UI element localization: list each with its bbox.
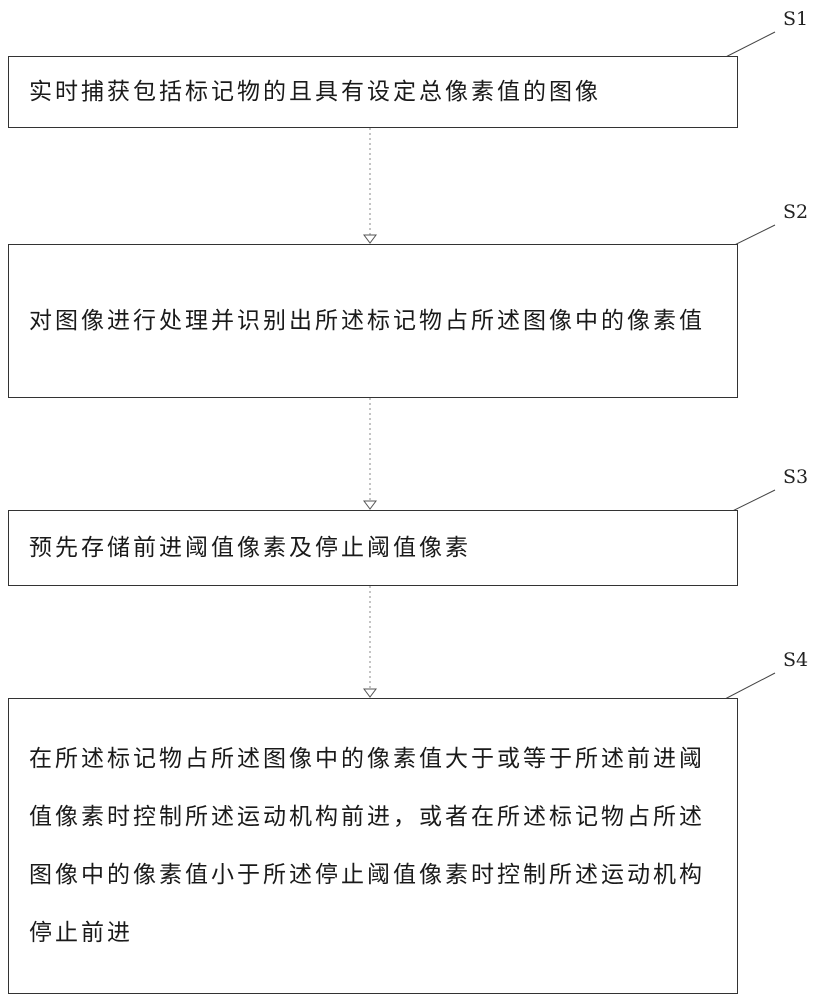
flow-arrowhead-2 xyxy=(363,500,377,510)
step-text-s3: 预先存储前进阈值像素及停止阈值像素 xyxy=(29,535,471,561)
flow-arrowhead-3 xyxy=(363,688,377,698)
step-text-s4: 在所述标记物占所述图像中的像素值大于或等于所述前进阈值像素时控制所述运动机构前进… xyxy=(29,746,705,946)
step-label-s1: S1 xyxy=(783,8,809,30)
step-label-s2: S2 xyxy=(783,201,809,223)
step-box-s4: 在所述标记物占所述图像中的像素值大于或等于所述前进阈值像素时控制所述运动机构前进… xyxy=(8,698,738,994)
step-box-s2: 对图像进行处理并识别出所述标记物占所述图像中的像素值 xyxy=(8,244,738,398)
step-label-s4: S4 xyxy=(783,649,809,671)
step-box-s1: 实时捕获包括标记物的且具有设定总像素值的图像 xyxy=(8,56,738,128)
step-text-s2: 对图像进行处理并识别出所述标记物占所述图像中的像素值 xyxy=(29,307,705,334)
flow-arrowhead-1 xyxy=(363,234,377,244)
step-text-s1: 实时捕获包括标记物的且具有设定总像素值的图像 xyxy=(29,79,601,105)
step-box-s3: 预先存储前进阈值像素及停止阈值像素 xyxy=(8,510,738,586)
step-label-s3: S3 xyxy=(783,466,809,488)
